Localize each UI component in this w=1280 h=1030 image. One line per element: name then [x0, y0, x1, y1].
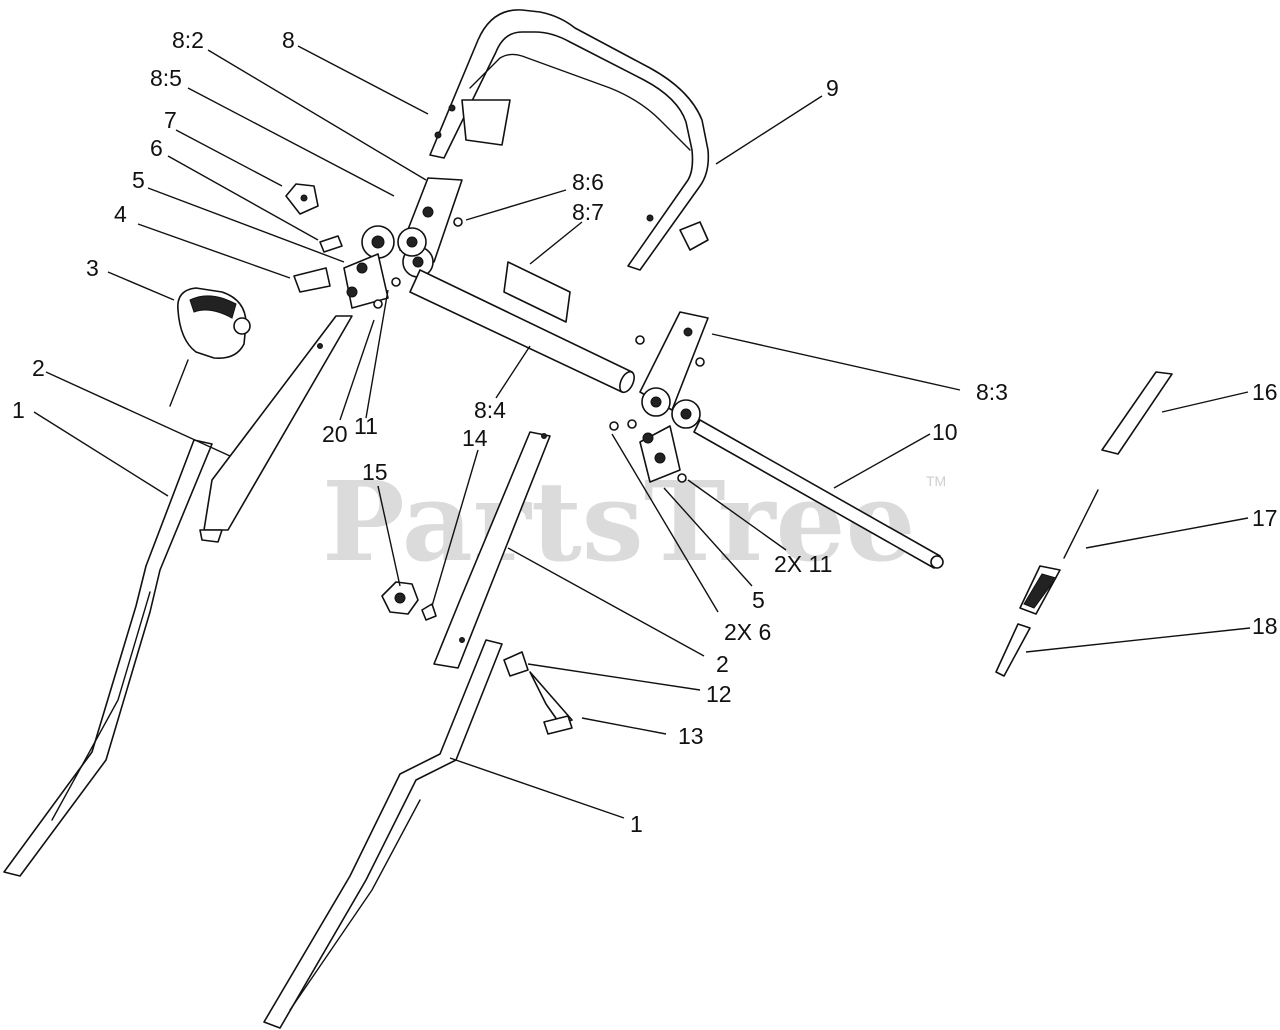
watermark-tm: TM [926, 473, 946, 489]
callout-7: 7 [164, 107, 177, 133]
callout-8: 8 [282, 27, 295, 53]
callout-9: 9 [826, 75, 839, 101]
part-right-bracket-8-3 [635, 311, 709, 417]
callout-4: 4 [114, 201, 127, 227]
callout-8-3: 8:3 [976, 379, 1008, 405]
part-cable-assembly-16-17-18 [995, 371, 1173, 677]
part-decal-8-7 [503, 261, 571, 323]
part-upper-tube-right-2 [433, 431, 551, 669]
callout-14: 14 [462, 425, 488, 451]
partstree-watermark: PartsTree TM [322, 457, 946, 586]
part-knob-15-bolt-14 [381, 581, 437, 621]
part-cross-tube-8-4 [397, 227, 635, 394]
callout-1-right: 1 [630, 811, 643, 837]
callout-8-4: 8:4 [474, 397, 506, 423]
callout-2x11: 2X 11 [774, 551, 832, 577]
callout-labels: 8:2 8 8:5 9 7 6 8:6 5 8:7 4 3 8:3 2 16 1… [12, 27, 1278, 837]
part-lower-tube-left-1 [3, 439, 213, 877]
part-pin-12-lever-13 [503, 651, 573, 735]
callout-11: 11 [354, 413, 378, 439]
callout-16: 16 [1252, 379, 1278, 405]
part-lower-tube-right-1 [263, 639, 503, 1029]
callout-8-7: 8:7 [572, 199, 604, 225]
callout-20: 20 [322, 421, 348, 447]
part-upper-handle-8 [429, 9, 710, 271]
part-upper-tube-left-2 [199, 315, 353, 543]
leader-lines [33, 45, 1251, 819]
callout-15: 15 [362, 459, 388, 485]
callout-5-left: 5 [132, 167, 145, 193]
part-left-hardware [285, 183, 401, 309]
callout-6: 6 [150, 135, 163, 161]
callout-8-2: 8:2 [172, 27, 204, 53]
callout-10: 10 [932, 419, 958, 445]
callout-2x6: 2X 6 [724, 619, 771, 645]
part-rod-10 [609, 399, 944, 569]
part-knob-3 [169, 287, 251, 407]
callout-17: 17 [1252, 505, 1278, 531]
callout-8-6: 8:6 [572, 169, 604, 195]
callout-12: 12 [706, 681, 732, 707]
callout-5-right: 5 [752, 587, 765, 613]
callout-1-left: 1 [12, 397, 25, 423]
callout-2-left: 2 [32, 355, 45, 381]
callout-3: 3 [86, 255, 99, 281]
callout-2-right: 2 [716, 651, 729, 677]
watermark-text: PartsTree [322, 457, 916, 586]
callout-13: 13 [678, 723, 704, 749]
callout-8-5: 8:5 [150, 65, 182, 91]
callout-18: 18 [1252, 613, 1278, 639]
